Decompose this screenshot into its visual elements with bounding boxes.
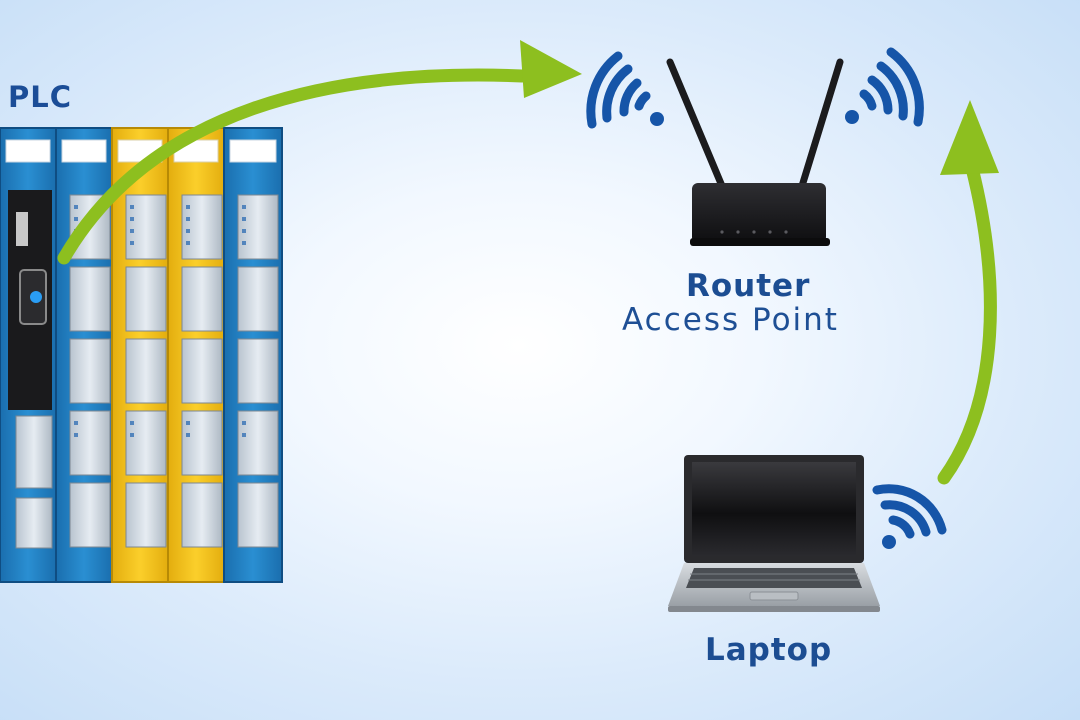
plc-io-module	[111, 127, 169, 583]
router-icon	[666, 58, 844, 246]
laptop-label: Laptop	[705, 632, 833, 668]
wifi-signal-icon	[586, 51, 664, 129]
plc-rack-icon	[0, 127, 283, 583]
router-label: Router	[686, 268, 811, 304]
laptop-icon	[668, 455, 880, 612]
access-point-label: Access Point	[622, 302, 839, 338]
plc-io-module	[167, 127, 225, 583]
plc-label: PLC	[8, 80, 73, 114]
terminal-dots	[74, 205, 246, 437]
curved-arrow-icon	[937, 100, 999, 485]
wifi-signal-icon	[845, 47, 924, 127]
plc-cpu-module	[0, 127, 57, 583]
plc-io-module	[223, 127, 283, 583]
curved-arrow-icon	[57, 40, 582, 265]
wifi-signal-icon	[872, 484, 947, 549]
